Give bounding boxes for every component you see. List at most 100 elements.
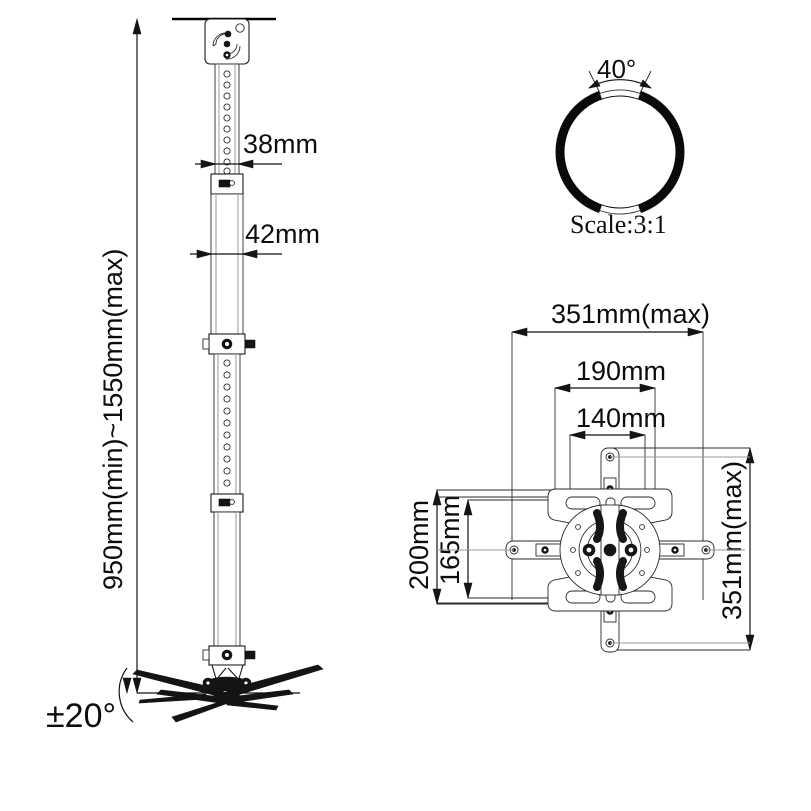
hub-hole <box>639 570 645 576</box>
pole-hole <box>223 419 231 427</box>
ceiling-plate-hole-1 <box>235 23 245 33</box>
width-42mm-dimension-group: 42mm <box>190 219 320 259</box>
clamp-finger-bottom-left <box>593 557 604 591</box>
pole-hole <box>223 371 231 379</box>
dim-165-arrow-bottom <box>463 582 473 600</box>
pole-hole <box>223 167 231 175</box>
ceiling-plate-bolt-2 <box>223 40 231 48</box>
dim-42-arrow-left <box>196 249 214 259</box>
pole-lock-collar-lower <box>210 493 244 513</box>
tilt-pivot-right-center <box>244 681 248 685</box>
hub-center-bolt <box>603 543 617 557</box>
dim-42-label: 42mm <box>245 219 320 249</box>
pole-hole <box>223 455 231 463</box>
scale-label: Scale:3:1 <box>570 210 667 239</box>
pole-hole <box>223 431 231 439</box>
pole-hole <box>223 125 231 133</box>
dim-351-top-arrow-right <box>687 327 705 337</box>
tilt-angle-group: ±20° <box>46 667 300 735</box>
height-dimension-group: 950mm(min)~1550mm(max) <box>98 17 142 695</box>
extension-arm-left-bolt-center <box>543 548 547 552</box>
dim-140-arrow-right <box>629 430 647 440</box>
pole-section-gap-top-edge <box>599 89 641 94</box>
pole-lock-collar-upper <box>210 173 244 195</box>
ceiling-plate <box>204 18 250 65</box>
clamp-finger-top-left <box>593 509 604 543</box>
lock-collar-bolt-1 <box>218 179 231 188</box>
hub-gear-left-center <box>586 547 592 553</box>
angle-arrow-left <box>588 79 601 89</box>
plan-dimensions: 351mm(max) 190mm 140mm 200mm <box>404 299 755 652</box>
pole-section-gap-bottom-edge <box>599 210 641 215</box>
height-dimension-label: 950mm(min)~1550mm(max) <box>98 249 128 590</box>
pole-section-ring <box>555 87 685 217</box>
mid-pole-outer <box>210 193 244 335</box>
clamp-finger-bottom-right <box>616 557 627 591</box>
dim-200-label: 200mm <box>404 500 434 590</box>
dim-351-right-arrow-top <box>745 446 755 464</box>
lower-pole-adjustable <box>213 353 241 495</box>
lock-collar-nut-1 <box>229 180 235 186</box>
dim-38-arrow-left <box>200 159 218 169</box>
plan-leader-lines <box>437 456 750 644</box>
tilt-collar-bolt-center <box>225 653 229 657</box>
lock-collar-tab-2 <box>202 338 210 350</box>
pole-section-detail: 40° Scale:3:1 <box>555 54 685 239</box>
tilt-angle-arc <box>118 667 134 723</box>
angle-40-label: 40° <box>597 54 636 84</box>
rotation-hub <box>559 504 661 596</box>
hub-arc-inner-right <box>623 522 642 578</box>
angle-leader-right <box>639 70 652 94</box>
dim-190-arrow-right <box>639 383 657 393</box>
dim-351-right-label: 351mm(max) <box>717 461 747 620</box>
tilt-arrow-a <box>122 677 132 695</box>
ceiling-plate-bolt-3-center <box>225 53 229 57</box>
pole-hole <box>223 136 231 144</box>
bracket-top-slot-right <box>620 496 656 510</box>
pole-hole <box>223 103 231 111</box>
dim-351-top-label: 351mm(max) <box>551 299 710 329</box>
pole-hole <box>223 359 231 367</box>
bottom-pole-segment <box>213 511 241 647</box>
height-dimension-arrow-top <box>132 17 142 35</box>
width-38mm-dimension-group: 38mm <box>195 129 318 169</box>
pole-hole <box>223 467 231 475</box>
tilt-head-assembly <box>202 645 256 692</box>
plan-mount-assembly <box>437 447 750 653</box>
hub-plate-right <box>614 504 661 596</box>
tilt-collar-knob <box>244 650 256 660</box>
upper-pole-inner <box>214 63 240 175</box>
tilt-pivot-left-center <box>206 681 210 685</box>
pole-lock-collar-mid <box>202 333 256 355</box>
tilt-angle-label: ±20° <box>46 697 116 735</box>
clamp-finger-top-right <box>616 509 627 543</box>
ceiling-plate-slot-cap-a <box>212 43 217 47</box>
tilt-collar-tab <box>202 649 210 661</box>
ceiling-plate-bolt-1 <box>224 30 232 38</box>
mount-center-hub <box>212 691 242 705</box>
hub-arc-inner-left <box>578 522 597 578</box>
hub-gear-right-center <box>628 547 634 553</box>
pole-hole <box>223 395 231 403</box>
dim-190-arrow-left <box>553 383 571 393</box>
hub-hole <box>575 524 581 530</box>
hub-hole <box>639 524 645 530</box>
hub-hole <box>575 570 581 576</box>
extension-arm-right-bolt-center <box>673 548 677 552</box>
dim-190-label: 190mm <box>576 356 666 386</box>
dim-165-label: 165mm <box>435 495 465 585</box>
lock-collar-knob-2 <box>244 339 256 349</box>
dim-42-arrow-right <box>240 249 258 259</box>
pole-hole <box>223 92 231 100</box>
height-dimension-arrow-bottom <box>132 677 142 695</box>
lock-collar-bolt-3 <box>218 498 231 507</box>
angle-leader-left <box>588 70 601 94</box>
hub-plate-left <box>559 504 606 596</box>
dim-38-arrow-right <box>236 159 254 169</box>
pole-hole <box>223 147 231 155</box>
pole-hole <box>223 114 231 122</box>
bracket-bottom-slot-right <box>620 590 656 604</box>
pole-hole <box>223 70 231 78</box>
mount-arm-flat-left <box>138 693 207 704</box>
